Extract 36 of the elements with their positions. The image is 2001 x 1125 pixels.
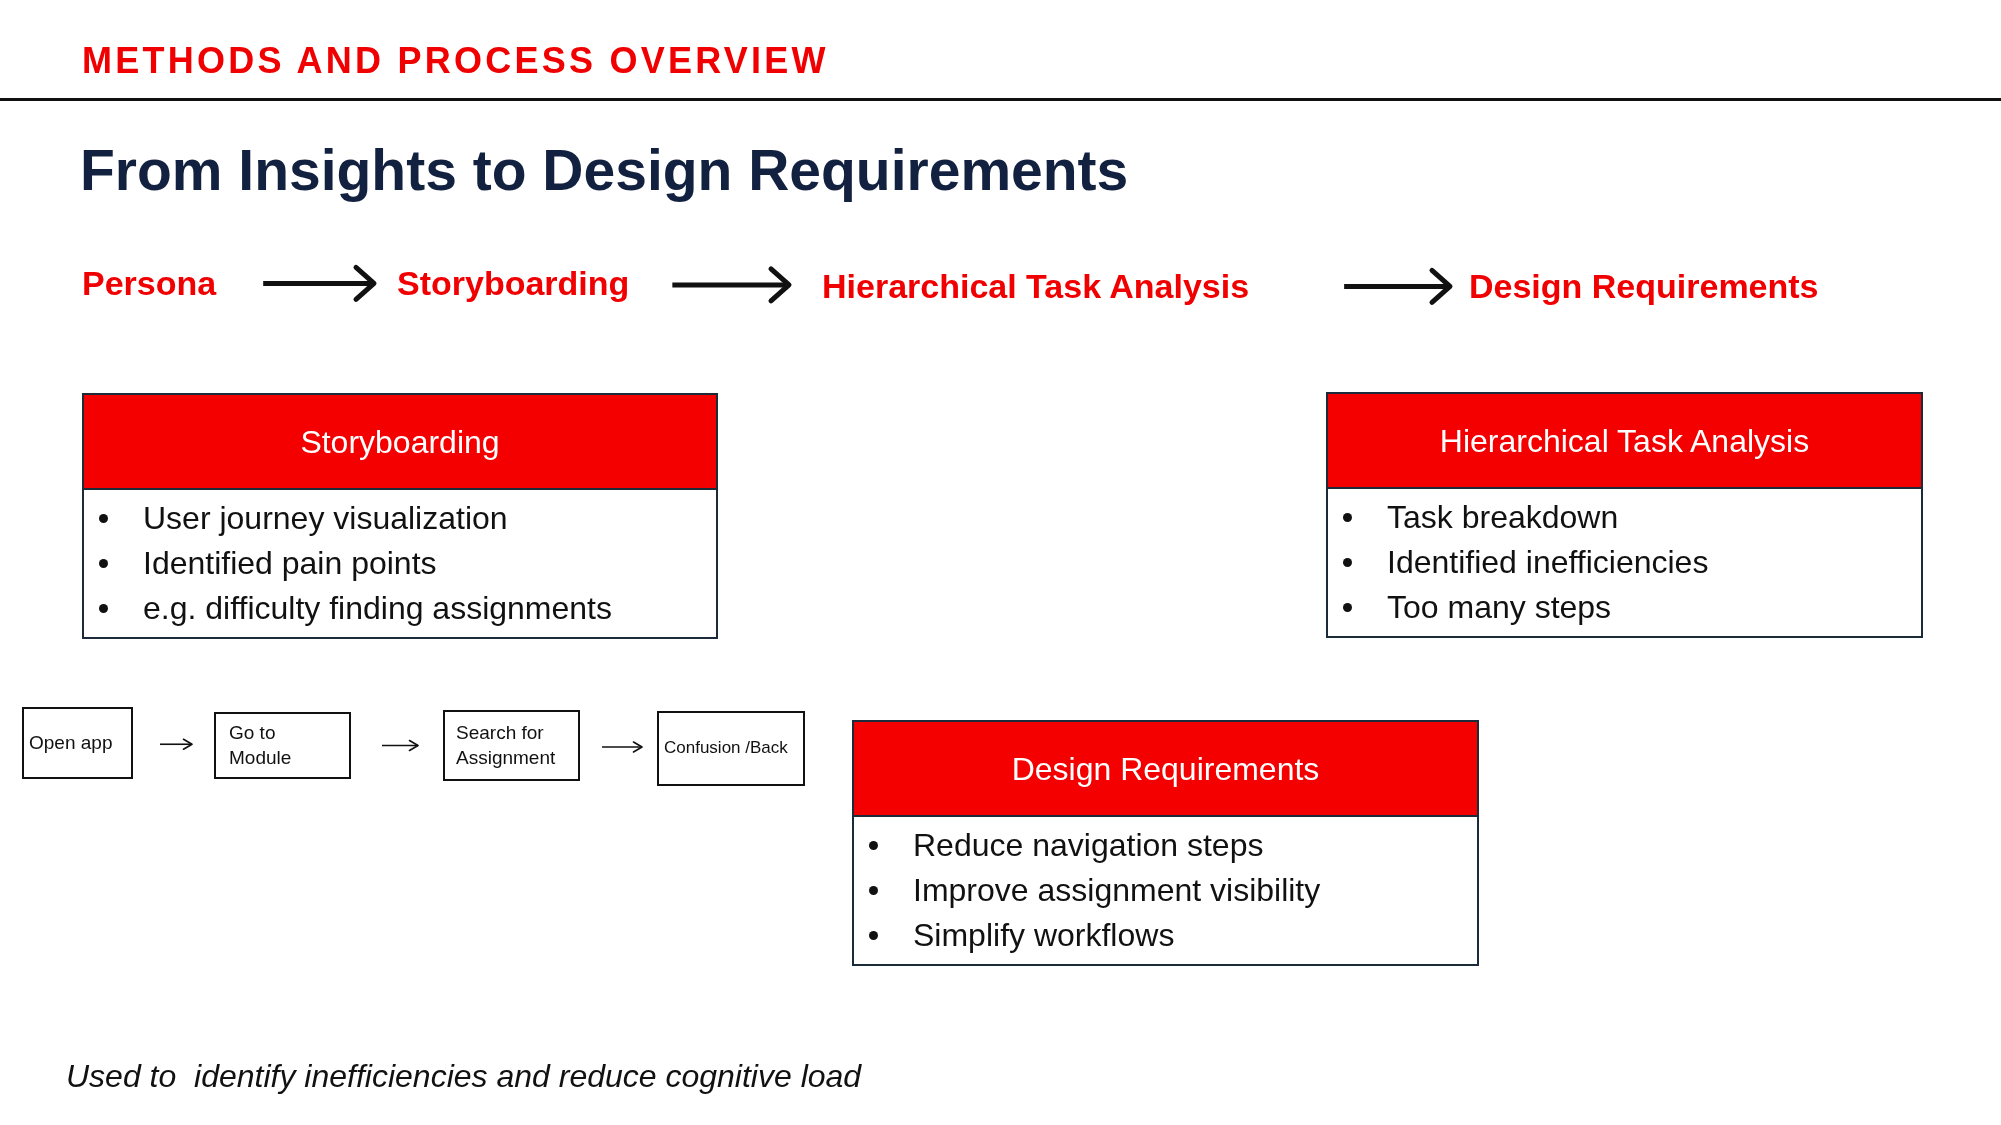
- step-label: Hierarchical Task Analysis: [822, 266, 1250, 307]
- sketch-frame: [657, 711, 805, 786]
- bullet-text: e.g. difficulty finding assignments: [143, 589, 612, 628]
- bullet-text: Task breakdown: [1387, 498, 1619, 537]
- sketch-frame: [22, 707, 133, 779]
- step-label: Design Requirements: [1469, 266, 1819, 307]
- info-card: [1326, 392, 1923, 638]
- handwritten-text: Confusion /Back: [664, 737, 788, 760]
- step-label: Persona: [82, 263, 217, 304]
- info-card: [852, 720, 1479, 966]
- bullet-text: Simplify workflows: [913, 916, 1175, 955]
- bullet-text: Identified pain points: [143, 544, 437, 583]
- arrow: [1344, 267, 1453, 305]
- arrow: [159, 738, 193, 751]
- card-header: Design Requirements: [854, 722, 1477, 817]
- arrow: [601, 741, 643, 753]
- bullet-text: User journey visualization: [143, 499, 508, 538]
- section-heading: METHODS AND PROCESS OVERVIEW: [82, 43, 829, 79]
- bullet-text: Improve assignment visibility: [913, 871, 1321, 910]
- arrow: [672, 266, 792, 304]
- arrow: [381, 739, 419, 752]
- bullet-text: Identified inefficiencies: [1387, 543, 1709, 582]
- arrow: [263, 264, 377, 302]
- step-label: Storyboarding: [397, 263, 630, 304]
- handwritten-text: Search for Assignment: [456, 720, 557, 770]
- handwritten-text: Open app: [29, 730, 113, 755]
- caption-text: Used to identify inefficiencies and reduce cognitive load: [66, 1057, 862, 1096]
- handwritten-text: Go to Module: [229, 720, 293, 770]
- sketch-frame: [443, 710, 580, 781]
- sketch-frame: [214, 712, 351, 779]
- bullet-text: Too many steps: [1387, 588, 1612, 627]
- card-header: Storyboarding: [84, 395, 716, 490]
- page-title: From Insights to Design Requirements: [80, 138, 1129, 204]
- info-card: [82, 393, 718, 639]
- bullet-text: Reduce navigation steps: [913, 826, 1264, 865]
- card-header: Hierarchical Task Analysis: [1328, 394, 1921, 489]
